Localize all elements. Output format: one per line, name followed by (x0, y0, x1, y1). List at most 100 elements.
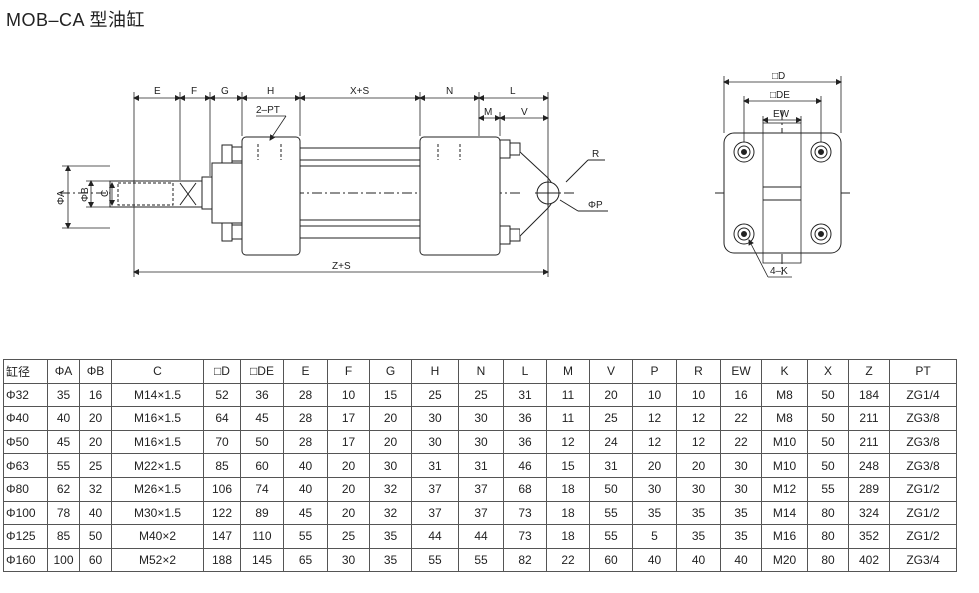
label-PHIA: ΦA (56, 190, 67, 205)
table-cell: 5 (632, 524, 677, 549)
end-view (715, 110, 850, 275)
table-cell: 70 (203, 429, 241, 455)
table-cell: 55 (807, 476, 849, 502)
table-cell: 30 (676, 476, 721, 502)
table-cell: 12 (676, 429, 721, 455)
column-header: PT (889, 359, 957, 384)
label-G: G (221, 86, 229, 97)
table-cell: 145 (240, 547, 284, 573)
table-cell: 352 (848, 524, 890, 549)
table-cell: 25 (79, 453, 112, 478)
table-cell: Φ32 (3, 382, 48, 408)
table-cell: M8 (761, 382, 808, 408)
label-N: N (446, 86, 453, 97)
table-cell: 22 (720, 406, 762, 431)
table-cell: 402 (848, 547, 890, 573)
column-header: X (807, 359, 849, 384)
column-header: L (503, 359, 547, 384)
table-cell: 85 (203, 453, 241, 478)
table-cell: 35 (369, 524, 412, 549)
table-cell: 35 (632, 500, 677, 526)
table-cell: 37 (411, 500, 459, 526)
table-cell: Φ80 (3, 476, 48, 502)
table-cell: 31 (503, 382, 547, 408)
table-cell: 32 (79, 476, 112, 502)
table-cell: 40 (676, 547, 721, 573)
table-cell: 106 (203, 476, 241, 502)
label-M: M (484, 107, 492, 118)
table-cell: 15 (546, 453, 590, 478)
side-dimensions (62, 92, 549, 277)
table-cell: 44 (458, 524, 504, 549)
table-cell: 18 (546, 476, 590, 502)
column-header: H (411, 359, 459, 384)
table-cell: 40 (283, 476, 328, 502)
table-cell: 35 (676, 500, 721, 526)
table-cell: ZG1/2 (889, 500, 957, 526)
table-cell: 73 (503, 500, 547, 526)
column-header: M (546, 359, 590, 384)
table-cell: 50 (807, 382, 849, 408)
table-cell: 20 (676, 453, 721, 478)
table-cell: 12 (546, 429, 590, 455)
table-cell: 35 (369, 547, 412, 573)
table-cell: 30 (458, 406, 504, 431)
label-V: V (521, 107, 528, 118)
table-cell: 147 (203, 524, 241, 549)
label-PT: 2–PT (256, 105, 280, 116)
table-cell: Φ125 (3, 524, 48, 549)
table-cell: 122 (203, 500, 241, 526)
table-cell: M40×2 (111, 524, 204, 549)
side-view (60, 136, 608, 256)
table-cell: M26×1.5 (111, 476, 204, 502)
table-cell: 28 (283, 406, 328, 431)
table-cell: 40 (79, 500, 112, 526)
column-header: ΦB (79, 359, 112, 384)
table-cell: M10 (761, 429, 808, 455)
column-header: EW (720, 359, 762, 384)
table-cell: 20 (327, 476, 370, 502)
table-cell: 82 (503, 547, 547, 573)
column-header: G (369, 359, 412, 384)
label-PHIB: ΦB (80, 187, 91, 202)
table-cell: 30 (632, 476, 677, 502)
table-cell: 11 (546, 382, 590, 408)
table-cell: ZG3/8 (889, 406, 957, 431)
table-cell: 248 (848, 453, 890, 478)
column-header: □DE (240, 359, 284, 384)
table-cell: M16×1.5 (111, 406, 204, 431)
table-cell: M20 (761, 547, 808, 573)
table-cell: 20 (369, 406, 412, 431)
table-cell: 28 (283, 382, 328, 408)
table-cell: 16 (720, 382, 762, 408)
table-cell: 25 (327, 524, 370, 549)
table-cell: 20 (632, 453, 677, 478)
column-header: □D (203, 359, 241, 384)
table-cell: 37 (458, 500, 504, 526)
table-cell: M30×1.5 (111, 500, 204, 526)
table-cell: 30 (720, 453, 762, 478)
column-header: K (761, 359, 808, 384)
label-PHIP: ΦP (588, 200, 603, 211)
label-EW: EW (773, 109, 790, 120)
table-cell: 40 (47, 406, 80, 431)
table-cell: 20 (327, 453, 370, 478)
table-cell: 25 (458, 382, 504, 408)
table-cell: 22 (720, 429, 762, 455)
table-cell: 35 (720, 524, 762, 549)
table-cell: 50 (807, 406, 849, 431)
end-dimensions (723, 76, 842, 278)
label-XS: X+S (350, 86, 370, 97)
table-cell: M10 (761, 453, 808, 478)
page-title: MOB–CA 型油缸 (6, 10, 146, 30)
table-cell: 10 (327, 382, 370, 408)
end-labels: □D □DE EW 4–K (770, 71, 790, 277)
table-cell: 28 (283, 429, 328, 455)
table-cell: M16×1.5 (111, 429, 204, 455)
